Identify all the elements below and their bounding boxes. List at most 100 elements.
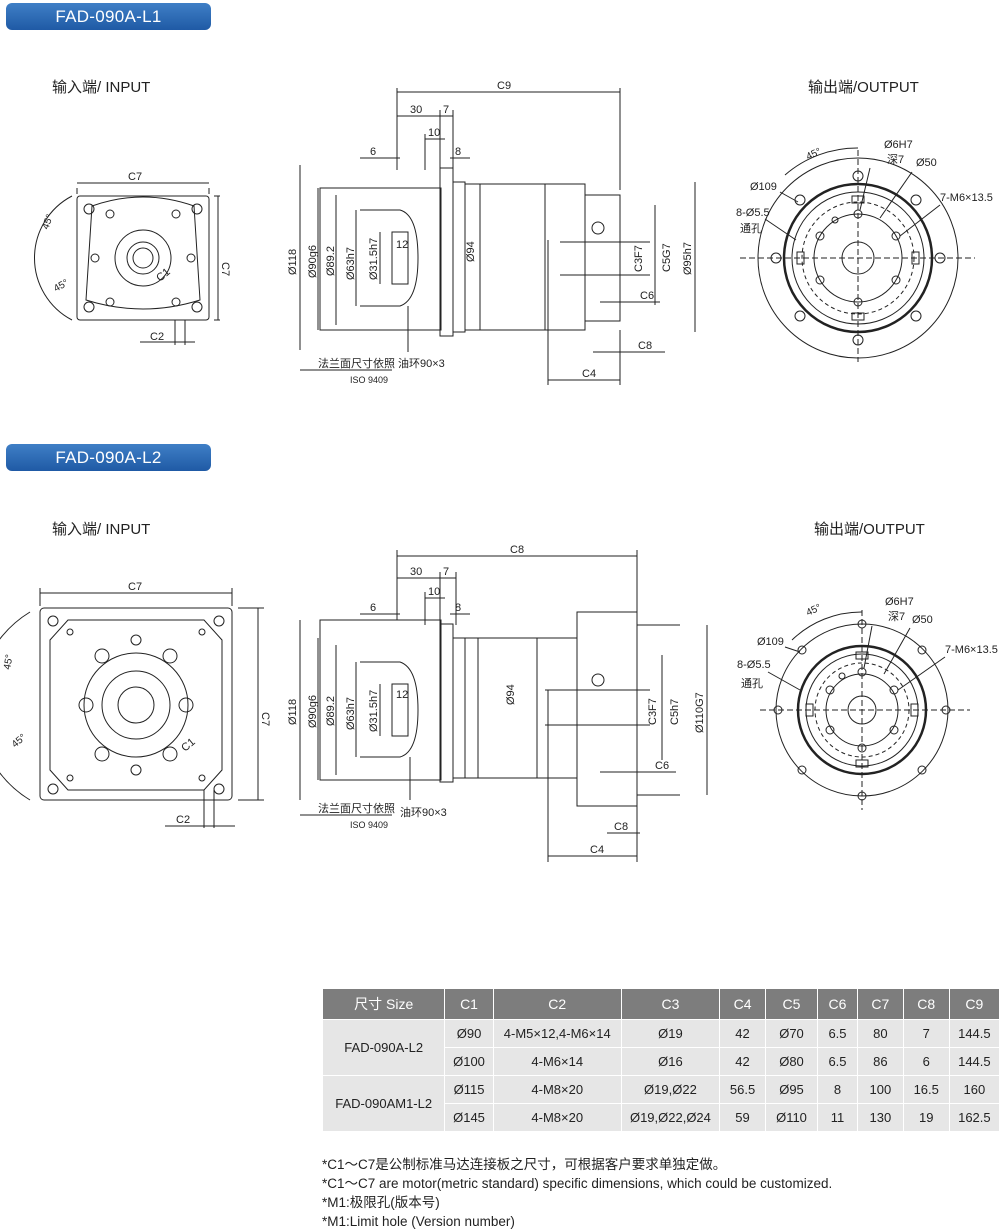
out-d50-l2: Ø50 bbox=[912, 614, 933, 626]
dim-c4-l2: C4 bbox=[590, 844, 604, 856]
note-en-1: *C1～C7 are motor(metric standard) specif… bbox=[322, 1176, 833, 1191]
dim-118-l2: Ø118 bbox=[287, 699, 299, 725]
dim-12-l2: 12 bbox=[396, 689, 408, 701]
angle-a: 45° bbox=[40, 213, 56, 231]
out-d6h7-l2: Ø6H7 bbox=[885, 596, 914, 608]
cell: Ø70 bbox=[765, 1019, 818, 1048]
cell: 160 bbox=[948, 1075, 1000, 1104]
cell: 11 bbox=[816, 1103, 859, 1132]
dim-c7-top: C7 bbox=[128, 171, 142, 183]
table-row: Ø145 4-M8×20 Ø19,Ø22,Ø24 59 Ø110 11 130 … bbox=[323, 1103, 1000, 1132]
input-view-l1: C7 C7 45° 45° C1 C2 bbox=[33, 171, 231, 345]
dim-31-l2: Ø31.5h7 bbox=[368, 690, 380, 732]
input-view-l2: C7 C7 45° 45° C1 C2 bbox=[0, 581, 271, 828]
header-c6: C6 bbox=[816, 988, 859, 1020]
out-threads-l1: 7-M6×13.5 bbox=[940, 192, 993, 204]
side-view-l2: C8 30 7 10 6 8 Ø118 Ø90g6 Ø89.2 Ø63h7 Ø3… bbox=[287, 544, 708, 862]
dim-31: Ø31.5h7 bbox=[368, 238, 380, 280]
out-d109-l2: Ø109 bbox=[757, 636, 784, 648]
cell: 162.5 bbox=[948, 1103, 1000, 1132]
dim-c8: C8 bbox=[638, 340, 652, 352]
cell: 4-M8×20 bbox=[492, 1075, 622, 1104]
header-c9: C9 bbox=[948, 988, 1000, 1020]
out-through-l2: 通孔 bbox=[741, 677, 763, 690]
dim-c3-l2: C3F7 bbox=[647, 698, 659, 725]
out-depth-l1: 深7 bbox=[887, 153, 904, 166]
dim-12: 12 bbox=[396, 239, 408, 251]
dim-7-l2: 7 bbox=[443, 566, 449, 578]
header-c3: C3 bbox=[620, 988, 721, 1020]
cell: Ø95 bbox=[765, 1075, 818, 1104]
header-size: 尺寸 Size bbox=[321, 988, 446, 1020]
dim-89: Ø89.2 bbox=[325, 246, 337, 276]
oring-note-l2: 油环90×3 bbox=[400, 805, 447, 819]
header-c7: C7 bbox=[857, 988, 904, 1020]
output-label-l1: 输出端/OUTPUT bbox=[808, 79, 919, 96]
cell: 144.5 bbox=[948, 1047, 1000, 1076]
dim-c7-top-l2: C7 bbox=[128, 581, 142, 593]
cell: Ø16 bbox=[620, 1047, 721, 1076]
dim-8-l2: 8 bbox=[455, 602, 461, 614]
cell: 4-M8×20 bbox=[492, 1103, 622, 1132]
cell: Ø110 bbox=[765, 1103, 818, 1132]
cell: Ø19 bbox=[620, 1019, 721, 1048]
cell: Ø115 bbox=[444, 1075, 494, 1104]
iso-note-l2: ISO 9409 bbox=[350, 820, 388, 830]
dim-c7-side: C7 bbox=[219, 262, 231, 276]
out-angle-l2: 45° bbox=[805, 602, 823, 618]
cell: 6.5 bbox=[816, 1019, 859, 1048]
dim-30: 30 bbox=[410, 104, 422, 116]
table-row: FAD-090A-L2 Ø90 4-M5×12,4-M6×14 Ø19 42 Ø… bbox=[321, 1019, 1000, 1076]
cell: Ø80 bbox=[765, 1047, 818, 1076]
dim-30-l2: 30 bbox=[410, 566, 422, 578]
out-holes-l1: 8-Ø5.5 bbox=[736, 207, 770, 219]
dim-118: Ø118 bbox=[287, 249, 299, 275]
cell: 42 bbox=[719, 1047, 767, 1076]
side-view-l1: C9 30 7 10 6 8 Ø118 Ø90g6 Ø89.2 Ø63h7 Ø3… bbox=[287, 80, 696, 385]
dim-110-l2: Ø110G7 bbox=[694, 692, 706, 733]
cell: Ø100 bbox=[444, 1047, 494, 1076]
dim-c9: C9 bbox=[497, 80, 511, 92]
out-d109-l1: Ø109 bbox=[750, 181, 777, 193]
dim-63-l2: Ø63h7 bbox=[345, 697, 357, 730]
table-row: FAD-090AM1-L2 Ø115 4-M8×20 Ø19,Ø22 56.5 … bbox=[321, 1075, 1000, 1132]
model-cell: FAD-090A-L2 bbox=[321, 1019, 446, 1076]
out-depth-l2: 深7 bbox=[888, 610, 905, 623]
out-holes-l2: 8-Ø5.5 bbox=[737, 659, 771, 671]
cell: 4-M5×12,4-M6×14 bbox=[492, 1019, 622, 1048]
flange-note: 法兰面尺寸依照 bbox=[318, 356, 395, 370]
cell: Ø19,Ø22,Ø24 bbox=[620, 1103, 721, 1132]
note-cn-1: *C1～C7是公制标准马达连接板之尺寸，可根据客户要求单独定做。 bbox=[322, 1157, 727, 1172]
flange-note-l2: 法兰面尺寸依照 bbox=[318, 801, 395, 815]
oring-note: 油环90×3 bbox=[398, 356, 445, 370]
cell: Ø145 bbox=[444, 1103, 494, 1132]
cell: 8 bbox=[816, 1075, 859, 1104]
iso-note: ISO 9409 bbox=[350, 375, 388, 385]
note-cn-2: *M1:极限孔(版本号) bbox=[322, 1195, 440, 1210]
dim-c5-l2: C5h7 bbox=[669, 699, 681, 725]
dim-90g6-l2: Ø90g6 bbox=[307, 695, 319, 728]
input-label-l1: 输入端/ INPUT bbox=[52, 79, 151, 96]
header-c8: C8 bbox=[902, 988, 950, 1020]
dim-c3: C3F7 bbox=[633, 245, 645, 272]
spec-table: 尺寸 Size C1 C2 C3 C4 C5 C6 C7 C8 C9 FAD-0… bbox=[321, 988, 1000, 1132]
output-view-l2: 45° Ø6H7 深7 Ø50 Ø109 8-Ø5.5 通孔 7-M6×13.5 bbox=[737, 596, 998, 810]
header-c1: C1 bbox=[444, 988, 494, 1020]
input-label-l2: 输入端/ INPUT bbox=[52, 521, 151, 538]
out-d50-l1: Ø50 bbox=[916, 157, 937, 169]
dim-c2: C2 bbox=[150, 331, 164, 343]
dim-94-l2: Ø94 bbox=[505, 684, 517, 705]
dim-8: 8 bbox=[455, 146, 461, 158]
header-c4: C4 bbox=[719, 988, 767, 1020]
cell: 6.5 bbox=[816, 1047, 859, 1076]
dim-6: 6 bbox=[370, 146, 376, 158]
cell: 19 bbox=[902, 1103, 950, 1132]
dim-6-l2: 6 bbox=[370, 602, 376, 614]
dim-94: Ø94 bbox=[465, 241, 477, 262]
dim-c8-l2: C8 bbox=[614, 821, 628, 833]
angle-a-l2: 45° bbox=[2, 654, 15, 671]
table-header-row: 尺寸 Size C1 C2 C3 C4 C5 C6 C7 C8 C9 bbox=[321, 988, 1000, 1020]
cell: 6 bbox=[902, 1047, 950, 1076]
out-through-l1: 通孔 bbox=[740, 222, 762, 235]
cell: 86 bbox=[857, 1047, 904, 1076]
